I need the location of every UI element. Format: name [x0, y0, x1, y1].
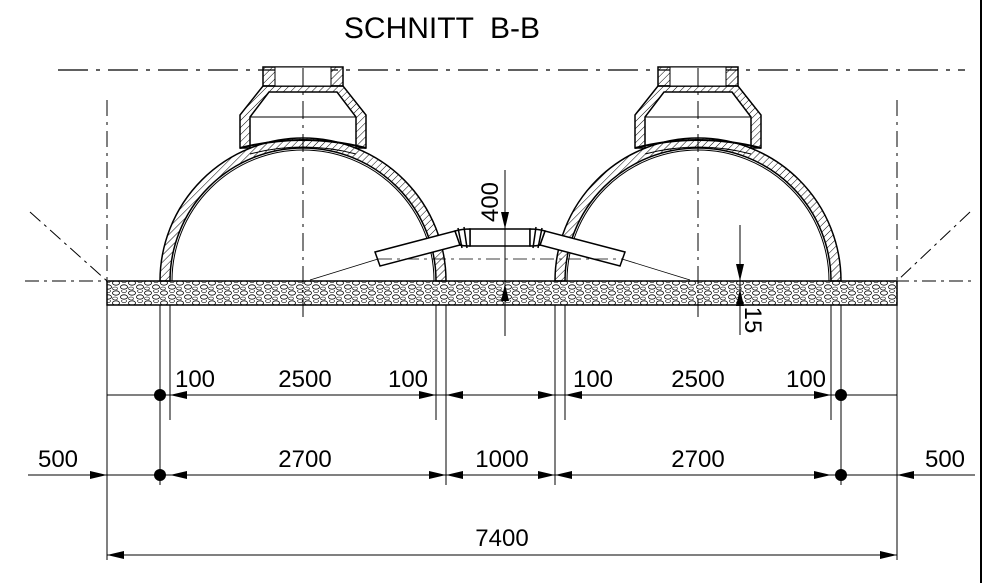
bed-thickness-arrow-bottom	[736, 289, 744, 306]
gravel-bed	[106, 280, 898, 306]
slope-left	[29, 211, 108, 282]
tank-right	[554, 66, 842, 282]
dim-total: 7400	[475, 525, 528, 552]
extension-lines	[106, 305, 898, 560]
slope-right	[896, 211, 971, 282]
dim-right-inner: 2500	[671, 366, 724, 393]
bed-thickness-label: 15	[739, 307, 766, 334]
dim-gap: 1000	[475, 446, 528, 473]
dim-left-inner: 2500	[278, 366, 331, 393]
dim-right-margin: 500	[925, 446, 965, 473]
pipe-height-arrow-top	[501, 212, 509, 229]
dim-right-tank: 2700	[671, 446, 724, 473]
bed-thickness-arrow-top	[736, 264, 744, 281]
dimension-row-1: 100 2500 100 100 2500 100	[107, 366, 897, 401]
section-title: SCHNITT B-B	[344, 12, 540, 45]
connecting-pipe	[309, 226, 691, 281]
dim-left-wall2: 100	[388, 366, 428, 393]
dimension-row-2: 500 2700 1000 2700 500	[28, 446, 975, 481]
dim-left-wall: 100	[175, 366, 215, 393]
dim-right-wall2: 100	[786, 366, 826, 393]
dim-right-wall: 100	[573, 366, 613, 393]
pipe-height-arrow-bottom	[501, 284, 509, 301]
pipe-height-label: 400	[477, 182, 504, 222]
dimension-total: 7400	[107, 525, 897, 559]
dim-left-tank: 2700	[278, 446, 331, 473]
dim-left-margin: 500	[38, 446, 78, 473]
